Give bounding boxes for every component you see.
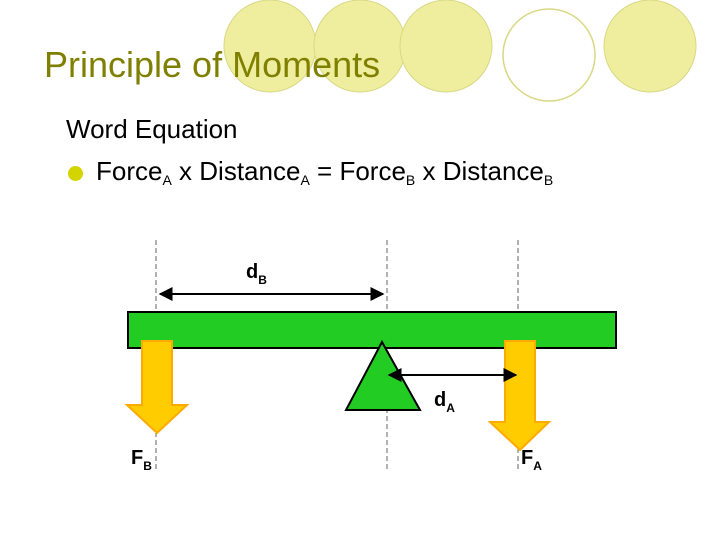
lever-beam: [127, 311, 617, 349]
eq-times: x: [179, 156, 193, 186]
force-b-arrow: [124, 340, 190, 435]
eq-sub-a: A: [300, 172, 310, 188]
decor-circle: [399, 0, 493, 93]
eq-sub-b: B: [543, 172, 554, 188]
eq-force-a: Force: [96, 156, 163, 186]
eq-distance-b: Distance: [442, 156, 544, 186]
bullet-icon: [68, 166, 83, 181]
eq-force-b: Force: [339, 156, 406, 186]
label-f-a: FA: [521, 447, 542, 473]
word-equation: ForceA x DistanceA = ForceB x DistanceB: [96, 156, 553, 188]
decor-circle: [603, 0, 697, 93]
label-d-b: dB: [246, 261, 267, 287]
label-d-a: dA: [434, 389, 455, 415]
eq-times: x: [422, 156, 436, 186]
decor-circle-outline: [502, 8, 596, 102]
eq-equals: =: [317, 156, 333, 186]
force-a-arrow: [487, 340, 552, 452]
label-f-b: FB: [131, 447, 152, 473]
word-equation-heading: Word Equation: [66, 114, 238, 144]
eq-sub-b: B: [405, 172, 416, 188]
eq-sub-a: A: [162, 172, 172, 188]
slide-title: Principle of Moments: [44, 44, 381, 85]
eq-distance-a: Distance: [199, 156, 301, 186]
